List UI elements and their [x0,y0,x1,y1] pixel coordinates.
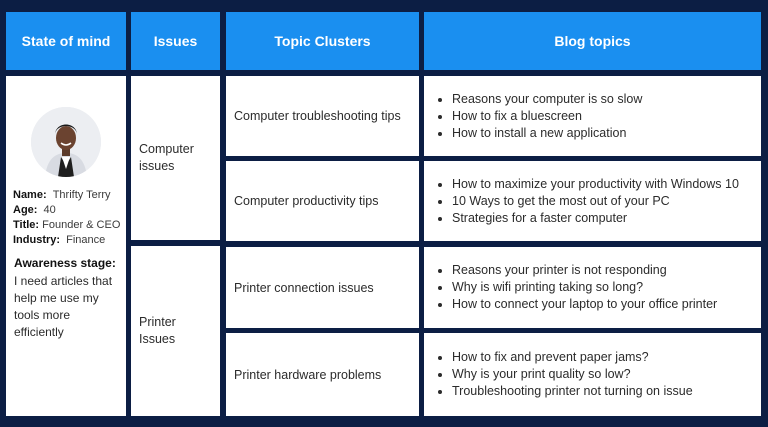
cluster-printer-connection: Printer connection issues [226,247,419,328]
header-blog-topics: Blog topics [424,12,761,70]
issue-printer-line2: Issues [139,332,176,346]
header-blog-topics-label: Blog topics [554,33,631,49]
blog-topic-item: 10 Ways to get the most out of your PC [438,193,739,210]
awareness-stage-text: I need articles that help me use my tool… [14,274,113,339]
persona-title-label: Title: [13,219,40,231]
blog-topic-item: Strategies for a faster computer [438,210,739,227]
header-topic-clusters-label: Topic Clusters [274,33,371,49]
issue-computer: Computer issues [131,76,220,240]
header-state-of-mind: State of mind [6,12,126,70]
persona-age-row: Age: 40 [13,204,56,216]
blog-topic-list: How to maximize your productivity with W… [424,176,739,227]
blog-topic-item: How to maximize your productivity with W… [438,176,739,191]
header-state-of-mind-label: State of mind [21,33,111,49]
persona-age: 40 [43,204,56,216]
blog-topic-item: Why is your print quality so low? [438,366,693,383]
issue-computer-line2: issues [139,159,175,173]
issue-printer-line1: Printer [139,315,176,329]
blog-topic-item: Reasons your computer is so slow [437,91,643,106]
blog-topic-item: Reasons your printer is not responding [437,262,717,279]
persona-title: Founder & CEO [42,219,121,231]
blog-topic-item: How to install a new application [437,125,642,142]
avatar [31,107,101,177]
header-topic-clusters: Topic Clusters [226,12,419,70]
cluster-printer-hardware: Printer hardware problems [226,333,419,416]
blog-topics-computer-productivity: How to maximize your productivity with W… [424,161,761,241]
issue-computer-line1: Computer [139,142,194,156]
blog-topic-item: How to connect your laptop to your offic… [437,297,718,311]
blog-topic-item: Why is wifi printing taking so long? [437,279,717,296]
issue-printer: Printer Issues [131,246,220,416]
persona-name: Thrifty Terry [52,189,111,201]
header-issues: Issues [131,12,220,70]
cluster-label: Printer hardware problems [234,367,382,382]
cluster-label: Printer connection issues [234,280,374,295]
blog-topic-item: How to fix and prevent paper jams? [438,349,693,366]
blog-topic-list: Reasons your computer is so slow How to … [424,91,642,142]
blog-topic-item: Troubleshooting printer not turning on i… [438,384,693,398]
persona-name-label: Name: [13,189,47,201]
cluster-label: Computer troubleshooting tips [234,109,401,123]
blog-topics-printer-hardware: How to fix and prevent paper jams? Why i… [424,333,761,416]
persona-industry-label: Industry: [13,234,61,246]
blog-topic-list: How to fix and prevent paper jams? Why i… [424,349,693,400]
cluster-computer-productivity: Computer productivity tips [226,161,419,241]
blog-topic-item: How to fix a bluescreen [437,108,642,125]
blog-topics-printer-connection: Reasons your printer is not responding W… [424,247,761,328]
blog-topic-list: Reasons your printer is not responding W… [424,262,717,313]
blog-topics-computer-troubleshooting: Reasons your computer is so slow How to … [424,76,761,156]
persona-title-row: Title: Founder & CEO [13,219,120,231]
persona-industry: Finance [66,234,106,246]
person-photo-icon [31,107,101,177]
cluster-label: Computer productivity tips [234,194,379,208]
header-issues-label: Issues [153,33,198,49]
cluster-computer-troubleshooting: Computer troubleshooting tips [226,76,419,156]
persona-age-label: Age: [13,204,38,216]
awareness-stage-label: Awareness stage: [14,256,116,270]
persona-name-row: Name: Thrifty Terry [13,189,111,201]
persona-industry-row: Industry: Finance [13,234,105,246]
